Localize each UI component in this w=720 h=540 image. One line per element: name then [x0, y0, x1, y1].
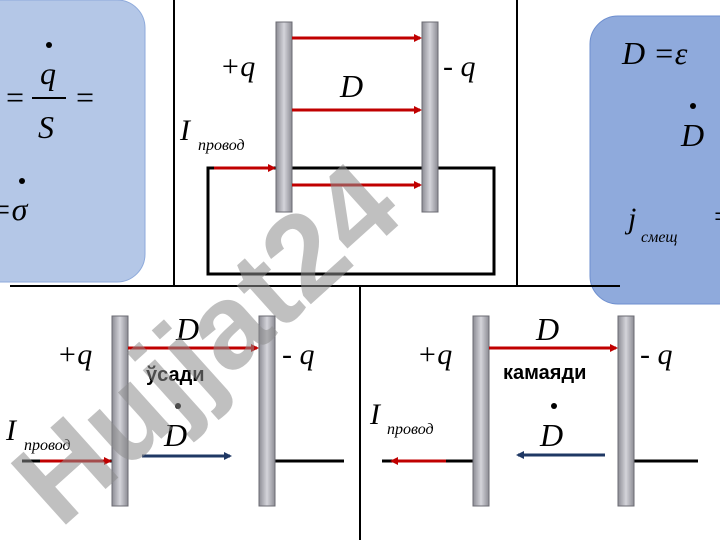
- bl-i-letter: I: [5, 414, 18, 447]
- br-minus-q: - q: [640, 338, 673, 371]
- br-d-dot: D: [539, 417, 563, 453]
- right-formula-panel: [589, 15, 720, 305]
- top-d-label: D: [339, 68, 363, 104]
- sigma-expr: =σ: [0, 191, 29, 227]
- j-letter: j: [624, 202, 636, 235]
- bl-plus-q: +q: [57, 338, 92, 371]
- top-minus-q: - q: [443, 50, 476, 83]
- eq-sign-1: =: [6, 79, 24, 115]
- dot-over-q: [46, 42, 52, 48]
- j-subscript: смещ: [641, 229, 678, 246]
- bl-d-dot: D: [163, 417, 187, 453]
- br-plate-left: [472, 315, 490, 507]
- top-i-subscript: провод: [198, 137, 245, 154]
- br-d-label: D: [535, 311, 559, 347]
- d-dot-right: D: [680, 117, 704, 153]
- top-i-letter: I: [179, 114, 192, 147]
- top-plus-q: +q: [220, 50, 255, 83]
- dot-over-d-right: [690, 103, 696, 109]
- br-plate-right: [617, 315, 635, 507]
- dot-over-sigma: [19, 178, 25, 184]
- br-decreases-label: камаяди: [503, 362, 586, 384]
- bl-minus-q: - q: [282, 338, 315, 371]
- top-plate-right: [421, 21, 439, 213]
- left-formula-panel: [0, 0, 146, 283]
- br-i-letter: I: [369, 398, 382, 431]
- top-plate-left: [275, 21, 293, 213]
- bl-grows-label: ўсади: [146, 364, 205, 386]
- bl-d-label: D: [175, 311, 199, 347]
- q-numerator: q: [40, 55, 56, 91]
- j-eq: =: [714, 200, 720, 233]
- circuit-wire-loop: [206, 166, 496, 276]
- br-dot-over-d: [551, 403, 557, 409]
- br-i-subscript: провод: [387, 421, 434, 438]
- br-plus-q: +q: [417, 338, 452, 371]
- bl-plate-right: [258, 315, 276, 507]
- bl-i-subscript: провод: [24, 437, 71, 454]
- bl-plate-left: [111, 315, 129, 507]
- s-denominator: S: [38, 109, 54, 145]
- bl-dot-over-d: [175, 403, 181, 409]
- eq-sign-2: =: [76, 79, 94, 115]
- d-equals-eps: D =ε: [621, 35, 688, 71]
